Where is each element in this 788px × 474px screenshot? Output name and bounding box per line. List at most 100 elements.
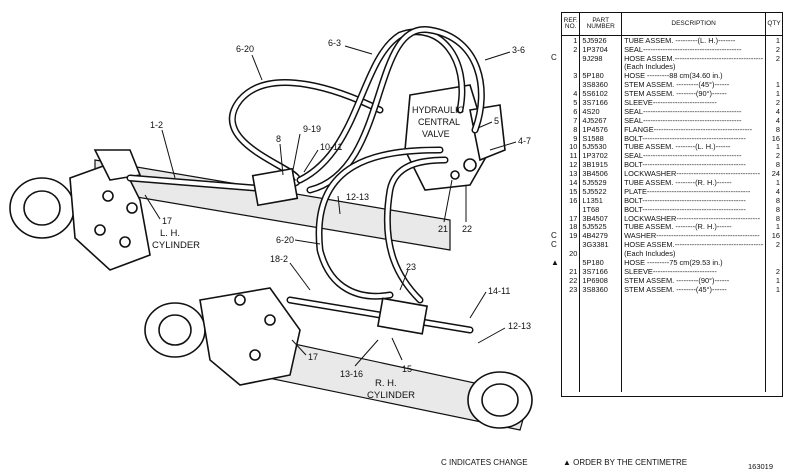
qty-cell bbox=[766, 374, 782, 383]
qty-cell: 4 bbox=[775, 107, 780, 116]
callout: 17 bbox=[308, 352, 318, 362]
ref-no-cell: 3 bbox=[562, 71, 581, 81]
ref-no-cell: 22 bbox=[562, 276, 581, 285]
qty-cell: 8 bbox=[775, 196, 780, 205]
part-number-cell bbox=[579, 373, 623, 383]
callout: 14-11 bbox=[488, 286, 510, 296]
ref-no-cell: 9 bbox=[562, 133, 581, 143]
qty-cell: 2 bbox=[775, 53, 780, 63]
description-cell bbox=[621, 347, 767, 357]
qty-cell bbox=[766, 294, 782, 303]
qty-cell: 1 bbox=[775, 89, 780, 99]
part-number-cell bbox=[579, 293, 623, 303]
parts-list: REF. NO. PART NUMBER DESCRIPTION QTY 1 5J… bbox=[561, 12, 783, 397]
callout: 18-2 bbox=[270, 254, 288, 264]
description-cell: SLEEVE-------------------------- bbox=[621, 98, 767, 108]
ref-no-cell: 23 bbox=[562, 284, 581, 294]
description-cell: TUBE ASSEM. --------(L. H.)------ bbox=[621, 142, 767, 152]
callout: 23 bbox=[406, 262, 416, 272]
callout: 1-2 bbox=[150, 120, 163, 130]
qty-cell bbox=[766, 338, 782, 347]
qty-cell: 1 bbox=[775, 222, 780, 232]
description-cell: STEM ASSEM. ---------(45°)------ bbox=[621, 80, 767, 90]
description-cell: STEM ASSEM. --------(90°)------ bbox=[621, 89, 767, 99]
qty-cell: 16 bbox=[771, 231, 780, 241]
ref-no-cell bbox=[562, 373, 581, 383]
part-number-cell: 5P180 bbox=[579, 71, 623, 81]
ref-no-cell: 2 bbox=[562, 44, 581, 54]
ref-no-cell: 20 bbox=[562, 249, 581, 259]
table-row bbox=[562, 356, 782, 365]
ref-no-cell: 21 bbox=[562, 267, 581, 277]
qty-cell: 2 bbox=[775, 267, 780, 276]
change-marker: C bbox=[551, 239, 557, 249]
table-row: (Each Includes) bbox=[562, 62, 782, 72]
table-row bbox=[562, 347, 782, 357]
qty-cell bbox=[766, 356, 782, 365]
hydraulic-lines-diagram: L. H. CYLINDER R. H. CYLINDER HYDRAULIC … bbox=[9, 26, 533, 431]
part-number-cell: 3S7166 bbox=[579, 267, 623, 277]
ref-no-cell: 18 bbox=[562, 222, 581, 232]
table-row bbox=[562, 338, 782, 348]
description-cell: BOLT------------------------------------… bbox=[621, 160, 767, 170]
part-number-cell: 3B4506 bbox=[579, 169, 623, 179]
header-part-number: PART NUMBER bbox=[579, 13, 623, 36]
valve-label-line1: HYDRAULIC bbox=[412, 105, 465, 115]
description-cell bbox=[621, 311, 767, 321]
description-cell: PLATE-----------------------------------… bbox=[621, 187, 767, 197]
part-number-cell: 3S8360 bbox=[579, 80, 623, 90]
parts-table-header: REF. NO. PART NUMBER DESCRIPTION QTY bbox=[562, 13, 782, 36]
part-number-cell bbox=[579, 364, 623, 374]
ref-no-cell bbox=[562, 311, 581, 321]
description-cell: SLEEVE-------------------------- bbox=[621, 267, 767, 277]
table-row bbox=[562, 320, 782, 330]
ref-no-cell: 17 bbox=[562, 213, 581, 223]
part-number-cell: 3B4507 bbox=[579, 213, 623, 223]
description-cell: (Each Includes) bbox=[621, 249, 767, 259]
part-number-cell: 5J5529 bbox=[579, 178, 623, 188]
ref-no-cell: 12 bbox=[562, 160, 581, 170]
qty-cell: 24 bbox=[771, 169, 780, 179]
ref-no-cell: 14 bbox=[562, 178, 581, 188]
table-row bbox=[562, 364, 782, 374]
ref-no-cell bbox=[562, 80, 581, 90]
ref-no-cell bbox=[562, 62, 581, 72]
qty-cell: 8 bbox=[775, 213, 780, 223]
qty-cell bbox=[766, 249, 782, 258]
table-row bbox=[562, 302, 782, 312]
header-qty: QTY bbox=[765, 13, 782, 36]
callout: 15 bbox=[402, 364, 412, 374]
description-cell: SEAL------------------------------------… bbox=[621, 116, 767, 125]
callout: 8 bbox=[276, 134, 281, 144]
description-cell: STEM ASSEM. --------(45°)------ bbox=[621, 284, 767, 294]
callout: 12-13 bbox=[346, 192, 369, 202]
ref-no-cell bbox=[562, 204, 581, 214]
qty-cell: 4 bbox=[775, 116, 780, 125]
rh-cylinder-label-line1: R. H. bbox=[375, 378, 397, 389]
ref-no-cell bbox=[562, 364, 581, 374]
qty-cell bbox=[766, 312, 782, 321]
callout: 13-16 bbox=[340, 369, 363, 379]
part-number-cell: 1P3704 bbox=[579, 44, 623, 54]
description-cell bbox=[621, 373, 767, 383]
lh-cylinder-label-line2: CYLINDER bbox=[152, 240, 200, 251]
ref-no-cell: 4 bbox=[562, 89, 581, 99]
part-number-cell: 5S6102 bbox=[579, 89, 623, 99]
callout: 21 bbox=[438, 224, 448, 234]
part-number-cell: 1P6908 bbox=[579, 276, 623, 285]
ref-no-cell bbox=[562, 258, 581, 268]
callout: 5 bbox=[494, 116, 499, 126]
part-number-cell: 9J298 bbox=[579, 53, 623, 63]
